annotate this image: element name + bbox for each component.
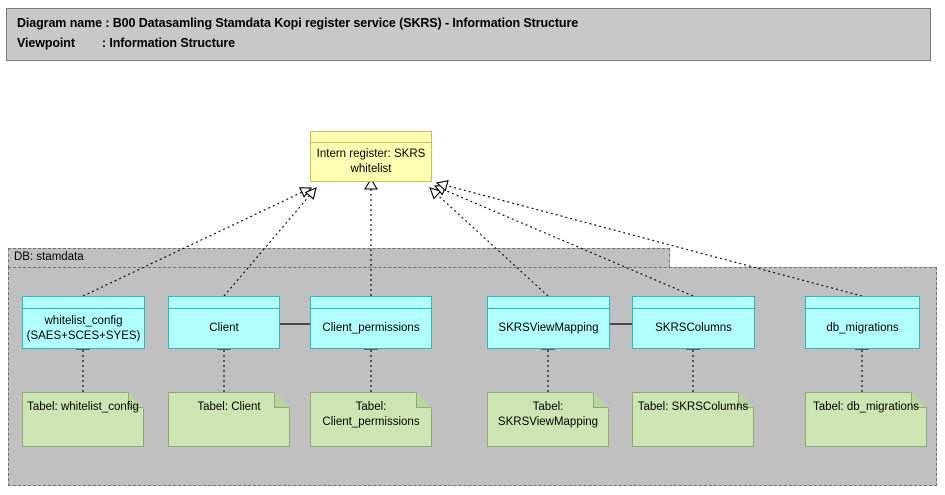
- class-label: SKRSColumns: [655, 322, 732, 335]
- table-label: Tabel: whitelist_config: [27, 401, 139, 413]
- class-header-strip: [311, 297, 431, 309]
- class-label: db_migrations: [826, 322, 899, 335]
- node-class-client-permissions[interactable]: Client_permissions: [310, 296, 432, 349]
- table-label: Tabel: SKRSColumns: [637, 401, 749, 413]
- node-class-db-migrations[interactable]: db_migrations: [805, 296, 920, 349]
- class-header-strip: [488, 297, 609, 309]
- node-class-skrscolumns[interactable]: SKRSColumns: [632, 296, 755, 349]
- node-table-skrscolumns[interactable]: Tabel: SKRSColumns: [632, 392, 754, 447]
- class-label: Client_permissions: [322, 322, 420, 335]
- node-header-strip: [311, 132, 431, 143]
- class-label: whitelist_config (SAES+SCES+SYES): [26, 315, 141, 342]
- table-label: Tabel: SKRSViewMapping: [497, 401, 599, 428]
- group-body-db-stamdata: [8, 267, 937, 486]
- node-table-skrsviewmapping[interactable]: Tabel: SKRSViewMapping: [487, 392, 609, 447]
- diagram-header-banner: Diagram name : B00 Datasamling Stamdata …: [6, 8, 931, 61]
- node-class-skrsviewmapping[interactable]: SKRSViewMapping: [487, 296, 610, 349]
- node-table-whitelist-config[interactable]: Tabel: whitelist_config: [22, 392, 144, 447]
- class-header-strip: [169, 297, 279, 309]
- node-table-client[interactable]: Tabel: Client: [168, 392, 290, 447]
- class-label: Client: [209, 322, 239, 335]
- node-table-client-permissions[interactable]: Tabel: Client_permissions: [310, 392, 432, 447]
- group-label-db-stamdata: DB: stamdata: [14, 251, 84, 263]
- node-intern-register-skrs-whitelist[interactable]: Intern register: SKRS whitelist: [310, 131, 432, 182]
- node-class-client[interactable]: Client: [168, 296, 280, 349]
- node-class-whitelist-config[interactable]: whitelist_config (SAES+SCES+SYES): [22, 296, 145, 349]
- class-header-strip: [23, 297, 144, 309]
- class-header-strip: [633, 297, 754, 309]
- node-label: Intern register: SKRS whitelist: [316, 148, 426, 175]
- class-label: SKRSViewMapping: [498, 322, 599, 335]
- diagram-name-line: Diagram name : B00 Datasamling Stamdata …: [17, 16, 579, 30]
- viewpoint-line: Viewpoint : Information Structure: [17, 36, 236, 50]
- group-tab-db-stamdata: [8, 248, 670, 268]
- table-label: Tabel: Client: [197, 401, 261, 413]
- class-header-strip: [806, 297, 919, 309]
- table-label: Tabel: Client_permissions: [322, 401, 420, 428]
- node-table-db-migrations[interactable]: Tabel: db_migrations: [805, 392, 927, 447]
- table-label: Tabel: db_migrations: [812, 401, 920, 413]
